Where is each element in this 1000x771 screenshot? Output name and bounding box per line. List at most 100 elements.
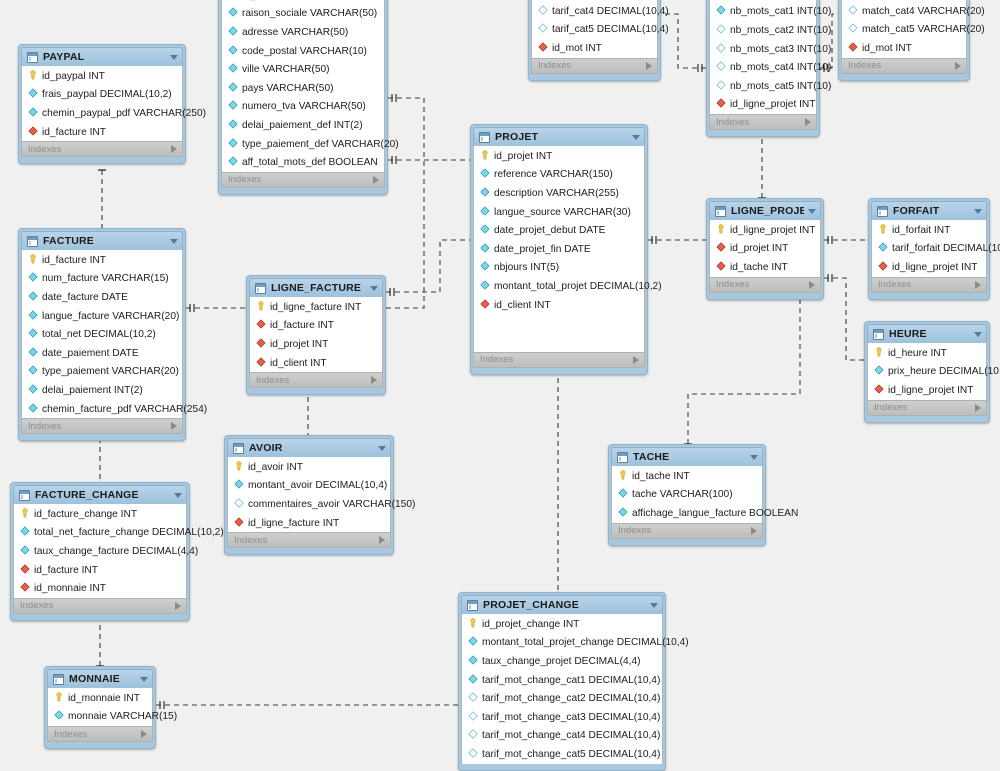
chevron-down-icon[interactable] <box>170 238 178 244</box>
column-row[interactable]: date_projet_fin DATE <box>474 240 644 259</box>
relationship-projet-projet_change[interactable] <box>552 359 564 600</box>
chevron-down-icon[interactable] <box>650 602 658 608</box>
table-header-facture_change[interactable]: FACTURE_CHANGE <box>13 485 187 504</box>
column-row[interactable]: id_monnaie INT <box>14 579 186 598</box>
triangle-right-icon[interactable] <box>975 403 981 412</box>
relationship-facture-ligne_facture[interactable] <box>186 302 254 314</box>
triangle-right-icon[interactable] <box>805 118 811 127</box>
column-row[interactable]: id_projet INT <box>250 335 382 354</box>
column-row[interactable]: type_paiement_def VARCHAR(20) <box>222 135 399 154</box>
triangle-right-icon[interactable] <box>646 61 652 70</box>
indexes-section-projet[interactable]: Indexes <box>473 351 645 368</box>
triangle-right-icon[interactable] <box>141 730 147 739</box>
column-row[interactable]: id_projet INT <box>474 147 644 166</box>
relationship-ligne_facture-avoir[interactable] <box>302 387 314 443</box>
column-row[interactable]: total_net_facture_change DECIMAL(10,2) <box>14 524 224 543</box>
column-row[interactable]: tarif_cat5 DECIMAL(10,4) <box>532 20 669 39</box>
indexes-section-heure[interactable]: Indexes <box>867 399 987 416</box>
relationship-ligne_facture-projet[interactable] <box>386 234 478 296</box>
indexes-section-tarif_mot[interactable]: Indexes <box>531 57 658 74</box>
column-row[interactable]: id_avoir INT <box>228 458 390 477</box>
column-row[interactable]: delai_paiement INT(2) <box>22 381 182 400</box>
column-row[interactable]: montant_total_projet DECIMAL(10,2) <box>474 277 662 296</box>
column-row[interactable]: id_facture INT <box>250 317 382 336</box>
column-row[interactable]: id_paypal INT <box>22 67 182 86</box>
triangle-right-icon[interactable] <box>371 376 377 385</box>
column-row[interactable]: id_tache INT <box>710 258 820 277</box>
indexes-section-ligne_facture[interactable]: Indexes <box>249 372 383 389</box>
chevron-down-icon[interactable] <box>170 54 178 60</box>
indexes-section-mot[interactable]: Indexes <box>709 114 817 131</box>
indexes-section-avoir[interactable]: Indexes <box>227 532 391 549</box>
column-row[interactable]: id_projet INT <box>710 240 820 259</box>
column-row[interactable]: id_forfait INT <box>872 221 986 240</box>
table-header-heure[interactable]: HEURE <box>867 324 987 343</box>
column-row[interactable]: tarif_mot_change_cat5 DECIMAL(10,4) <box>462 745 662 764</box>
column-row[interactable]: type_paiement VARCHAR(20) <box>22 363 182 382</box>
table-header-paypal[interactable]: PAYPAL <box>21 47 183 66</box>
column-row[interactable]: monnaie VARCHAR(15) <box>48 708 177 727</box>
table-header-avoir[interactable]: AVOIR <box>227 438 391 457</box>
table-client[interactable]: CLIENTid_client INTraison_sociale VARCHA… <box>218 0 399 195</box>
indexes-section-forfait[interactable]: Indexes <box>871 276 987 293</box>
chevron-down-icon[interactable] <box>974 331 982 337</box>
relationship-paypal-facture[interactable] <box>96 169 108 236</box>
column-row[interactable]: nb_mots_cat4 INT(10) <box>710 58 831 77</box>
column-row[interactable]: id_ligne_projet INT <box>710 221 820 240</box>
column-row[interactable]: nb_mots_cat1 INT(10) <box>710 3 831 22</box>
table-header-tache[interactable]: TACHE <box>611 447 763 466</box>
indexes-section-paypal[interactable]: Indexes <box>21 141 183 158</box>
column-row[interactable]: id_facture INT <box>22 123 182 142</box>
chevron-down-icon[interactable] <box>808 208 816 214</box>
indexes-section-client[interactable]: Indexes <box>221 171 385 188</box>
table-tarif_mot[interactable]: TARIF_MOTtarif_cat1 DECIMAL(10,4)tarif_c… <box>528 0 669 81</box>
column-row[interactable]: langue_facture VARCHAR(20) <box>22 307 182 326</box>
indexes-section-ligne_projet[interactable]: Indexes <box>709 276 821 293</box>
column-row[interactable]: adresse VARCHAR(50) <box>222 23 384 42</box>
column-row[interactable]: match_cat4 VARCHAR(20) <box>842 2 985 21</box>
column-row[interactable]: taux_change_facture DECIMAL(4,4) <box>14 542 198 561</box>
column-row[interactable]: id_mot INT <box>842 39 966 58</box>
triangle-right-icon[interactable] <box>955 61 961 70</box>
column-row[interactable]: nb_mots_cat3 INT(10) <box>710 40 831 59</box>
column-row[interactable]: id_heure INT <box>868 344 986 363</box>
triangle-right-icon[interactable] <box>175 601 181 610</box>
column-row[interactable]: reference VARCHAR(150) <box>474 166 644 185</box>
relationship-projet-ligne_projet[interactable] <box>648 234 714 246</box>
column-row[interactable]: tarif_mot_change_cat3 DECIMAL(10,4) <box>462 708 662 727</box>
column-row[interactable]: id_client INT <box>250 354 382 373</box>
indexes-section-match_mot[interactable]: Indexes <box>841 57 967 74</box>
column-row[interactable]: id_client INT <box>474 296 644 315</box>
triangle-right-icon[interactable] <box>379 536 385 545</box>
triangle-right-icon[interactable] <box>751 526 757 535</box>
chevron-down-icon[interactable] <box>174 492 182 498</box>
chevron-down-icon[interactable] <box>974 208 982 214</box>
column-row[interactable]: id_projet_change INT <box>462 615 662 634</box>
column-row[interactable]: code_postal VARCHAR(10) <box>222 42 384 61</box>
column-row[interactable]: id_tache INT <box>612 467 762 486</box>
indexes-section-tache[interactable]: Indexes <box>611 522 763 539</box>
column-row[interactable]: chemin_facture_pdf VARCHAR(254) <box>22 400 207 419</box>
chevron-down-icon[interactable] <box>378 445 386 451</box>
table-header-monnaie[interactable]: MONNAIE <box>47 669 153 688</box>
triangle-right-icon[interactable] <box>171 422 177 431</box>
column-row[interactable]: id_ligne_facture INT <box>228 514 390 533</box>
column-row[interactable]: montant_total_projet_change DECIMAL(10,4… <box>462 634 689 653</box>
column-row[interactable]: num_facture VARCHAR(15) <box>22 270 182 289</box>
column-row[interactable]: nb_mots_cat2 INT(10) <box>710 21 831 40</box>
relationship-ligne_projet-tache[interactable] <box>684 292 806 445</box>
triangle-right-icon[interactable] <box>171 145 177 154</box>
chevron-down-icon[interactable] <box>632 134 640 140</box>
column-row[interactable]: delai_paiement_def INT(2) <box>222 116 384 135</box>
chevron-down-icon[interactable] <box>370 285 378 291</box>
column-row[interactable]: id_ligne_projet INT <box>872 258 986 277</box>
column-row[interactable]: nb_mots_cat5 INT(10) <box>710 77 831 96</box>
